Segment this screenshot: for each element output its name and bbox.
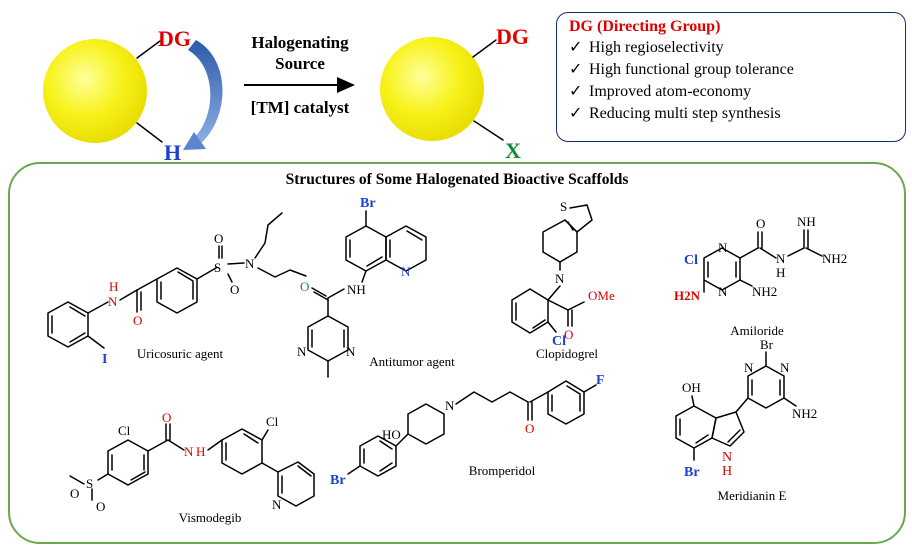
directing-group-benefits-box: DG (Directing Group) ✓ High regioselectiv… (556, 12, 906, 142)
uric-so-top-label: O (214, 231, 223, 246)
mer-nh2-label: NH2 (792, 406, 817, 421)
mer-h-label: H (722, 464, 732, 479)
benefit-text: Improved atom-economy (589, 83, 752, 100)
check-icon: ✓ (569, 105, 583, 122)
anti-n2-label: N (346, 344, 356, 359)
amil-nh-label: NH (797, 214, 816, 229)
uric-caption: Uricosuric agent (137, 346, 224, 361)
benefit-text: Reducing multi step synthesis (589, 105, 781, 122)
compound-clopidogrel: S N OMe O Cl Clopidogrel (511, 199, 615, 361)
brom-f-label: F (596, 373, 605, 388)
clop-ome-label: OMe (588, 288, 615, 303)
anti-caption: Antitumor agent (369, 354, 455, 369)
amil-h-label: H (776, 265, 785, 280)
check-icon: ✓ (569, 61, 583, 78)
product-sphere-right: DG X (380, 24, 529, 163)
arrow-label-2: Source (275, 54, 325, 73)
h-label-left: H (164, 140, 181, 165)
anti-nh-label: NH (347, 282, 366, 297)
anti-o-label: O (300, 279, 309, 294)
vis-o1-label: O (70, 486, 79, 501)
vis-cl2-label: Cl (266, 414, 279, 429)
compound-vismodegib: Cl O N H Cl N S O O Vismodegib (69, 410, 315, 525)
vis-caption: Vismodegib (179, 510, 242, 525)
mer-br-label: Br (760, 337, 774, 352)
brom-br-label: Br (330, 473, 346, 488)
curved-activation-arrow-icon (188, 40, 223, 146)
vis-cl-label: Cl (118, 423, 131, 438)
vis-n-label: N (184, 444, 194, 459)
vis-o-label: O (162, 410, 171, 425)
benefit-item: ✓ Reducing multi step synthesis (569, 103, 905, 125)
compound-meridianin: Br N N NH2 N H OH Br Meridianin E (675, 337, 817, 503)
uric-so-bottom-label: O (230, 282, 239, 297)
mer-n1-label: N (744, 360, 754, 375)
scaffolds-panel: Structures of Some Halogenated Bioactive… (8, 162, 906, 544)
brom-caption: Bromperidol (469, 463, 536, 478)
benefit-text: High regioselectivity (589, 39, 724, 56)
brom-o-label: O (525, 421, 534, 436)
uric-n-label: N (108, 294, 118, 309)
reaction-arrow: Halogenating Source [TM] catalyst (244, 33, 355, 117)
amil-caption: Amiloride (730, 323, 784, 338)
brom-ho-label: HO (382, 427, 401, 442)
clop-s-label: S (560, 199, 567, 214)
mer-n3-label: N (722, 450, 732, 465)
clop-n-label: N (555, 271, 565, 286)
amil-n3-label: N (718, 284, 728, 299)
mer-n2-label: N (780, 360, 790, 375)
clop-cl-label: Cl (552, 334, 566, 349)
mer-oh-label: OH (682, 380, 701, 395)
substrate-sphere-left: DG H (43, 26, 223, 165)
uric-s-label: S (214, 260, 221, 275)
vis-s-label: S (86, 476, 93, 491)
compound-uricosuric: I N H O S O O N Uricosuric agent (47, 212, 307, 367)
x-label-right: X (505, 138, 521, 163)
mer-caption: Meridianin E (718, 488, 787, 503)
check-icon: ✓ (569, 83, 583, 100)
dg-label-right: DG (496, 24, 529, 49)
amil-cl-label: Cl (684, 253, 698, 268)
check-icon: ✓ (569, 39, 583, 56)
dg-label-left: DG (158, 26, 191, 51)
panel-title: Structures of Some Halogenated Bioactive… (285, 171, 629, 188)
amil-nh2b-label: NH2 (752, 284, 777, 299)
amil-n1-label: N (718, 240, 728, 255)
vis-o2-label: O (96, 499, 105, 514)
clop-caption: Clopidogrel (536, 346, 598, 361)
compound-antitumor: Br N NH O N N Antitumor agent (297, 196, 455, 378)
benefit-text: High functional group tolerance (589, 61, 794, 78)
anti-br-label: Br (360, 196, 376, 211)
mer-br2-label: Br (684, 465, 700, 480)
brom-n-label: N (445, 398, 455, 413)
compound-bromperidol: HO N O F Br Bromperidol (330, 373, 605, 488)
vis-h-label: H (196, 444, 205, 459)
benefits-title: DG (Directing Group) (569, 18, 721, 35)
amil-h2n-label: H2N (674, 288, 701, 303)
benefit-item: ✓ Improved atom-economy (569, 81, 905, 103)
benefit-item: ✓ High regioselectivity (569, 37, 905, 59)
arrow-label-1: Halogenating (251, 33, 349, 52)
benefit-item: ✓ High functional group tolerance (569, 59, 905, 81)
uric-h-label: H (109, 279, 118, 294)
compound-amiloride: Cl N N O N H NH NH2 H2N NH2 Amiloride (674, 214, 847, 338)
arrow-label-3: [TM] catalyst (251, 98, 350, 117)
vis-npy-label: N (272, 497, 282, 512)
amil-nh2a-label: NH2 (822, 251, 847, 266)
amil-n2-label: N (776, 251, 786, 266)
uric-o-label: O (133, 313, 142, 328)
amil-o-label: O (756, 216, 765, 231)
uric-iodo-label: I (102, 352, 107, 367)
uric-n2-label: N (245, 256, 255, 271)
anti-nq-label: N (401, 264, 411, 279)
clop-o-label: O (564, 327, 573, 342)
anti-n1-label: N (297, 344, 307, 359)
